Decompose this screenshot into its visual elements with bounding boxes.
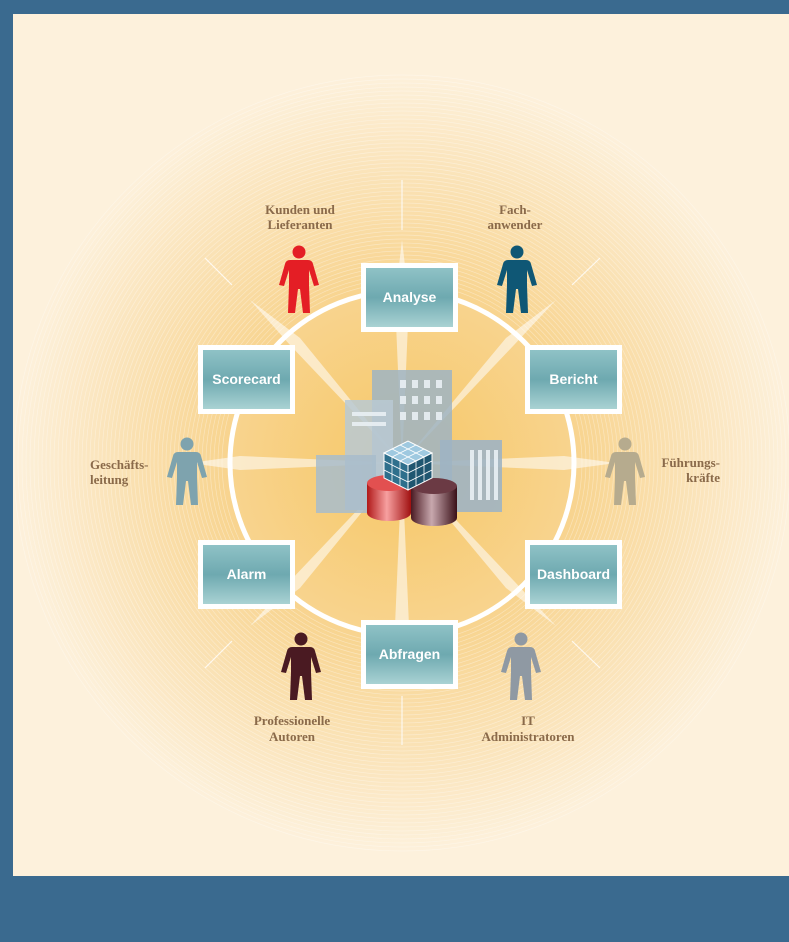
- ring-line: [101, 162, 703, 764]
- ring-line: [93, 154, 711, 772]
- ring-line: [81, 142, 723, 784]
- role-label-line: anwender: [488, 217, 543, 232]
- function-box-bericht: Bericht: [525, 345, 622, 414]
- function-box-alarm: Alarm: [198, 540, 295, 609]
- ring-line: [73, 134, 731, 792]
- role-label-line: Lieferanten: [268, 217, 334, 232]
- bottom-band: [0, 876, 789, 942]
- ring-line: [45, 106, 759, 820]
- role-label-it: IT Administratoren: [482, 713, 576, 744]
- ring-line: [17, 78, 787, 848]
- ring-line: [37, 98, 767, 828]
- role-label-line: Führungs-: [661, 455, 720, 470]
- ring-line: [113, 174, 691, 752]
- ring-line: [57, 118, 747, 808]
- ring-line: [65, 126, 739, 800]
- outer-rays: [204, 180, 601, 745]
- function-box-analyse: Analyse: [361, 263, 458, 332]
- ring-line: [77, 138, 727, 788]
- ring-line: [21, 82, 783, 844]
- ring-line: [117, 178, 687, 748]
- ring-line: [41, 102, 763, 824]
- role-label-line: Geschäfts-: [90, 457, 149, 472]
- ring-line: [89, 150, 715, 776]
- ring-line: [33, 94, 771, 832]
- role-label-autoren: Professionelle Autoren: [254, 713, 331, 744]
- ring-line: [25, 86, 779, 840]
- ring-line: [53, 114, 751, 812]
- role-label-line: IT: [521, 713, 535, 728]
- ring-line: [13, 74, 789, 852]
- role-label-line: Administratoren: [482, 729, 576, 744]
- function-label: Analyse: [383, 289, 437, 305]
- left-border: [0, 0, 13, 942]
- role-label-line: leitung: [90, 472, 129, 487]
- function-box-abfragen: Abfragen: [361, 620, 458, 689]
- role-label-fuehrung: Führungs- kräfte: [661, 455, 720, 485]
- function-label: Scorecard: [212, 371, 280, 387]
- function-label: Dashboard: [537, 566, 610, 582]
- top-border: [0, 0, 789, 14]
- role-label-line: Fach-: [499, 202, 531, 217]
- function-label: Bericht: [549, 371, 598, 387]
- function-label: Alarm: [227, 566, 267, 582]
- ring-line: [61, 122, 743, 804]
- role-label-geschaeft: Geschäfts- leitung: [90, 457, 149, 487]
- role-label-line: Autoren: [269, 729, 316, 744]
- role-label-line: Professionelle: [254, 713, 331, 728]
- function-box-scorecard: Scorecard: [198, 345, 295, 414]
- ring-line: [105, 166, 699, 760]
- function-box-dashboard: Dashboard: [525, 540, 622, 609]
- ring-line: [85, 146, 719, 780]
- role-label-kunden: Kunden und Lieferanten: [265, 202, 336, 232]
- ring-line: [69, 130, 735, 796]
- role-label-line: Kunden und: [265, 202, 336, 217]
- function-label: Abfragen: [379, 646, 440, 662]
- ring-line: [29, 90, 775, 836]
- bi-platform-diagram: Analyse Bericht Dashboard Abfragen Alarm: [13, 73, 789, 853]
- ring-line: [49, 110, 755, 816]
- role-label-line: kräfte: [686, 470, 720, 485]
- role-label-fachanwender: Fach- anwender: [488, 202, 543, 232]
- data-cube-icon: [382, 440, 434, 491]
- diagram-panel: Analyse Bericht Dashboard Abfragen Alarm: [13, 14, 789, 876]
- ring-line: [109, 170, 695, 756]
- ring-line: [97, 158, 707, 768]
